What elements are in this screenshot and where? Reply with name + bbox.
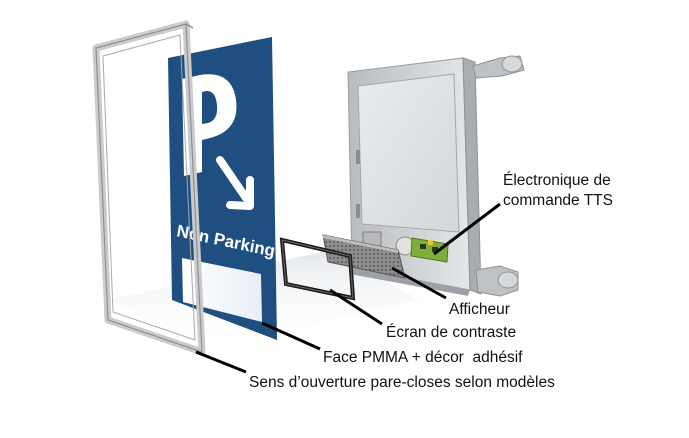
leader-lines [195,202,501,374]
leader-electronics [433,202,501,256]
electronics-board [362,231,449,263]
label-opening-direction: Sens d’ouverture pare-closes selon modèl… [249,374,555,391]
label-display: Afficheur [449,301,510,318]
pmma-sign-face: Non Parking [168,37,277,340]
bottom-mounting-bracket [475,265,519,297]
leader-display [391,266,447,300]
front-opening-frame [92,20,206,356]
top-mounting-bracket [472,55,525,79]
leader-opening-direction [195,350,247,374]
leader-contrast-screen [329,288,383,326]
label-contrast-screen: Écran de contraste [386,324,517,341]
display-module [322,234,406,279]
leader-pmma-face [261,321,321,351]
arrow-down-right-icon [216,156,254,210]
label-electronics-line2: commande TTS [503,192,613,209]
label-pmma-face: Face PMMA + décor adhésif [323,349,523,366]
label-electronics-line1: Électronique de [503,172,611,189]
contrast-screen [279,237,356,301]
